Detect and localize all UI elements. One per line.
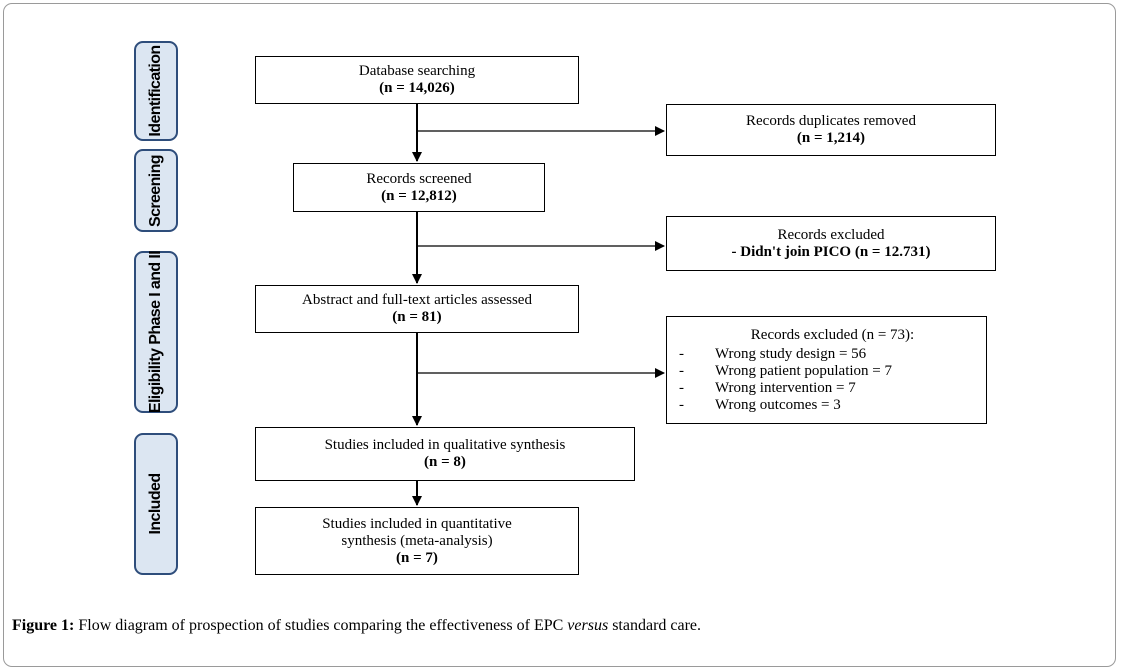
- records-screened-box: Records screened (n = 12,812): [293, 163, 545, 212]
- list-item-text: Wrong intervention = 7: [715, 379, 856, 396]
- duplicates-removed-count: (n = 1,214): [796, 130, 866, 146]
- list-bullet: -: [679, 396, 684, 413]
- records-screened-title: Records screened: [366, 170, 472, 187]
- articles-assessed-title: Abstract and full-text articles assessed: [302, 292, 532, 308]
- records-excluded-pico-title: Records excluded: [777, 226, 885, 243]
- duplicates-removed-box: Records duplicates removed (n = 1,214): [666, 104, 996, 156]
- records-excluded-reasons-title: Records excluded (n = 73):: [750, 326, 915, 343]
- figure-caption-text: Flow diagram of prospection of studies c…: [74, 617, 568, 634]
- phase-identification: Identification: [134, 41, 178, 141]
- figure-caption-italic: versus: [567, 617, 609, 634]
- list-bullet: -: [679, 379, 684, 396]
- records-excluded-pico-box: Records excluded - Didn't join PICO (n =…: [666, 216, 996, 271]
- qualitative-synthesis-count: (n = 8): [424, 454, 466, 470]
- list-item-text: Wrong outcomes = 3: [715, 396, 841, 413]
- list-item: - Wrong study design = 56: [679, 346, 866, 363]
- list-item: - Wrong outcomes = 3: [679, 397, 841, 414]
- list-item-text: Wrong patient population = 7: [715, 362, 892, 379]
- list-item-text: Wrong study design = 56: [715, 345, 867, 362]
- database-searching-count: (n = 14,026): [379, 80, 455, 96]
- database-searching-box: Database searching (n = 14,026): [255, 56, 579, 104]
- list-bullet: -: [679, 345, 684, 362]
- quantitative-synthesis-box: Studies included in quantitative synthes…: [255, 507, 579, 575]
- list-bullet: -: [679, 362, 684, 379]
- articles-assessed-count: (n = 81): [392, 309, 442, 325]
- quantitative-synthesis-line2: synthesis (meta-analysis): [341, 532, 493, 549]
- phase-screening: Screening: [134, 149, 178, 232]
- figure-caption-text-end: standard care.: [608, 617, 702, 634]
- records-screened-count: (n = 12,812): [381, 187, 457, 204]
- quantitative-synthesis-count: (n = 7): [396, 549, 438, 566]
- phase-eligibility: Eligibility Phase I and II: [134, 251, 178, 413]
- records-excluded-reasons-box: Records excluded (n = 73): - Wrong study…: [666, 316, 987, 424]
- articles-assessed-box: Abstract and full-text articles assessed…: [255, 285, 579, 333]
- duplicates-removed-title: Records duplicates removed: [746, 113, 916, 129]
- phase-included: Included: [134, 433, 178, 575]
- quantitative-synthesis-line1: Studies included in quantitative: [322, 515, 512, 532]
- figure-caption: Figure 1: Flow diagram of prospection of…: [12, 617, 701, 635]
- records-excluded-pico-detail: - Didn't join PICO (n = 12.731): [731, 243, 931, 260]
- qualitative-synthesis-title: Studies included in qualitative synthesi…: [324, 437, 566, 453]
- qualitative-synthesis-box: Studies included in qualitative synthesi…: [255, 427, 635, 481]
- list-item: - Wrong intervention = 7: [679, 380, 856, 397]
- database-searching-title: Database searching: [358, 63, 476, 79]
- figure-caption-label: Figure 1:: [12, 617, 75, 634]
- figure-frame: [3, 3, 1116, 667]
- list-item: - Wrong patient population = 7: [679, 363, 892, 380]
